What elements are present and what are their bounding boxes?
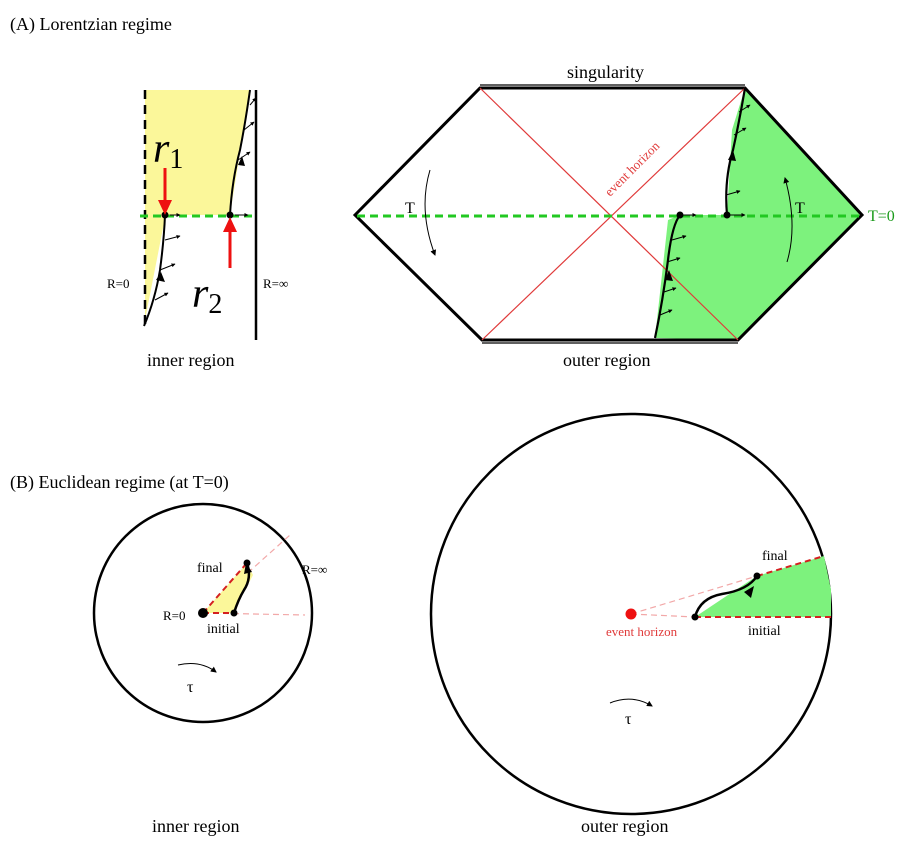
t-label-right: T	[795, 200, 805, 217]
r2-red-arrowhead	[223, 217, 237, 232]
r2-point	[226, 211, 234, 219]
inner-center-point	[198, 608, 208, 618]
inner-rinf-label: R=∞	[263, 276, 288, 291]
singularity-label: singularity	[567, 62, 644, 82]
t-label-left: T	[405, 200, 415, 217]
outer-final-dash	[756, 555, 825, 577]
t-zero-label: T=0	[868, 208, 895, 225]
outer-horizon-point	[625, 608, 637, 620]
inner-initial-label: initial	[207, 622, 240, 637]
horizon-line-1	[479, 87, 739, 341]
panel-b-title: (B) Euclidean regime (at T=0)	[10, 472, 229, 493]
inner-final-label: final	[197, 561, 223, 576]
outer-horizon-label: event horizon	[606, 624, 678, 639]
inner-yellow-region	[145, 90, 250, 320]
outer-small-arrow	[663, 287, 677, 293]
outer-final-label: final	[762, 549, 788, 564]
inner-small-arrow	[237, 151, 251, 161]
inner-region-caption: inner region	[147, 350, 234, 370]
outer-green-wedge	[695, 556, 831, 617]
outer-small-arrow	[738, 104, 751, 113]
outer-tau-arrow	[609, 698, 653, 707]
outer-flow-arrowhead	[728, 150, 736, 161]
inner-flow-arrowhead	[156, 272, 165, 282]
outer-point-left	[676, 211, 684, 219]
inner-final-point	[243, 559, 251, 567]
outer-euclid-path	[693, 575, 759, 618]
outer-small-arrow	[733, 127, 747, 136]
outer-point-right	[723, 211, 731, 219]
outer-small-arrow	[671, 235, 687, 241]
outer-initial-point	[691, 613, 699, 621]
horizon-line-2	[481, 87, 746, 341]
outer-flow-arrowhead	[665, 270, 673, 281]
t-flow-arrow-right	[783, 177, 793, 263]
event-horizon-label: event horizon	[602, 138, 663, 199]
outer-worldline-lower	[653, 214, 681, 339]
inner-pale-ray-2	[202, 612, 306, 616]
inner-disk-boundary	[92, 502, 314, 724]
inner-small-arrow	[249, 97, 257, 106]
outer-pale-ray-2	[630, 613, 696, 618]
inner-small-arrow	[164, 234, 181, 241]
inner-initial-point	[230, 609, 238, 617]
lorentzian-inner-region: r1 r2 R=0 R=∞ inner region	[107, 89, 288, 370]
panel-a-title: (A) Lorentzian regime	[10, 14, 172, 35]
inner-r0-label-b: R=0	[163, 608, 186, 623]
outer-initial-label: initial	[748, 624, 781, 639]
inner-small-arrow	[159, 263, 176, 271]
inner-tau-arrow	[177, 663, 217, 673]
outer-small-arrow	[666, 257, 681, 263]
outer-final-point	[753, 572, 761, 580]
euclidean-inner-region: final initial R=0 R=∞ τ inner region	[92, 502, 327, 836]
inner-small-arrow	[154, 292, 169, 301]
outer-region-caption-b: outer region	[581, 816, 668, 836]
outer-euclid-arrowhead	[744, 586, 754, 598]
inner-worldline-upper	[229, 89, 251, 216]
inner-final-dash	[202, 562, 248, 614]
euclidean-outer-region: final initial event horizon τ outer regi…	[429, 412, 833, 836]
inner-region-caption-b: inner region	[152, 816, 239, 836]
inner-r0-label: R=0	[107, 276, 130, 291]
inner-tau-label: τ	[187, 679, 194, 696]
r2-label: r2	[192, 271, 222, 320]
lorentzian-outer-region: singularity event horizon T T T=0 outer …	[352, 62, 895, 370]
r1-label: r1	[153, 126, 183, 175]
outer-region-caption: outer region	[563, 350, 650, 370]
outer-small-arrow	[725, 190, 741, 196]
inner-yellow-wedge	[203, 563, 253, 613]
r1-red-arrowhead	[158, 200, 172, 215]
inner-rinf-label-b: R=∞	[302, 562, 327, 577]
outer-pale-ray-1	[630, 575, 758, 615]
inner-small-arrow	[243, 121, 255, 131]
outer-tau-label: τ	[625, 711, 632, 728]
outer-small-arrow	[659, 309, 673, 316]
outer-green-upper	[727, 88, 862, 215]
inner-flow-arrowhead	[238, 156, 245, 166]
t-flow-arrow-left	[424, 169, 437, 256]
